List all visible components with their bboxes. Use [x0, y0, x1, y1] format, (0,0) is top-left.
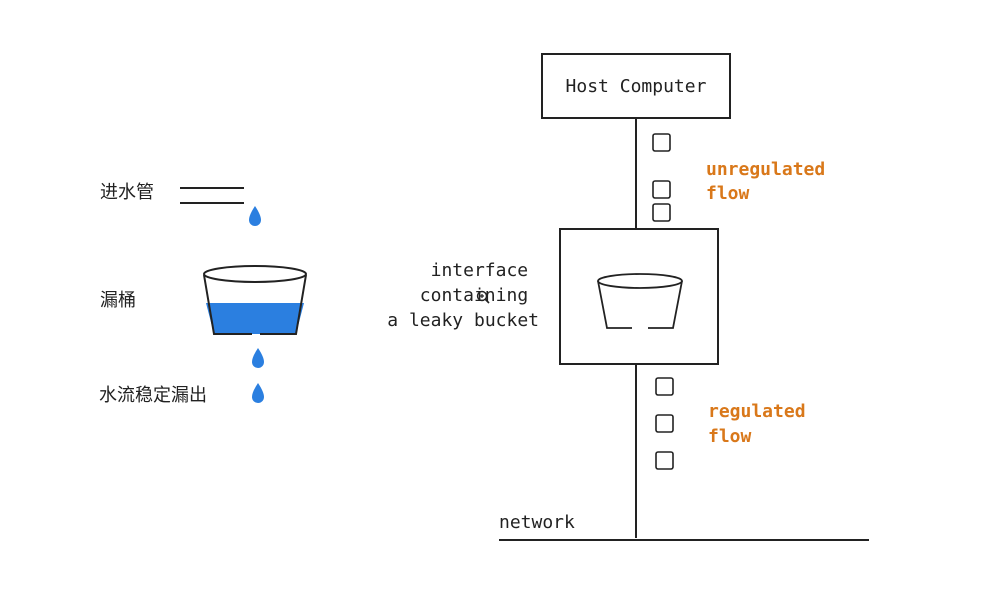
water-drop-icon	[252, 383, 264, 403]
packet-icon	[652, 133, 671, 152]
packet-icon	[652, 180, 671, 199]
packet-icon	[655, 451, 674, 470]
bucket-icon	[597, 273, 683, 329]
interface-box	[559, 228, 719, 365]
packet-icon	[655, 414, 674, 433]
interface-label: interface containing a leaky bucket	[387, 260, 539, 331]
cursor-zoom-icon	[476, 290, 490, 304]
packet-icon	[652, 203, 671, 222]
network-label: network	[499, 512, 575, 533]
network-diagram: Host Computer unregulated flow interface…	[387, 53, 869, 541]
leaky-bucket-icon	[203, 265, 307, 335]
inlet-pipe-icon	[180, 187, 244, 204]
left-panel: 进水管 漏桶 水流稳定漏出	[99, 182, 307, 406]
water-drop-icon	[252, 348, 264, 368]
inlet-label: 进水管	[100, 182, 154, 203]
host-label: Host Computer	[566, 76, 707, 97]
water-drop-icon	[249, 206, 261, 226]
outflow-label: 水流稳定漏出	[99, 385, 207, 406]
packet-icon	[655, 377, 674, 396]
regulated-flow-label: regulated flow	[708, 401, 816, 447]
unregulated-flow-label: unregulated flow	[706, 159, 836, 204]
bucket-label: 漏桶	[100, 290, 136, 311]
host-computer-box	[541, 53, 731, 119]
